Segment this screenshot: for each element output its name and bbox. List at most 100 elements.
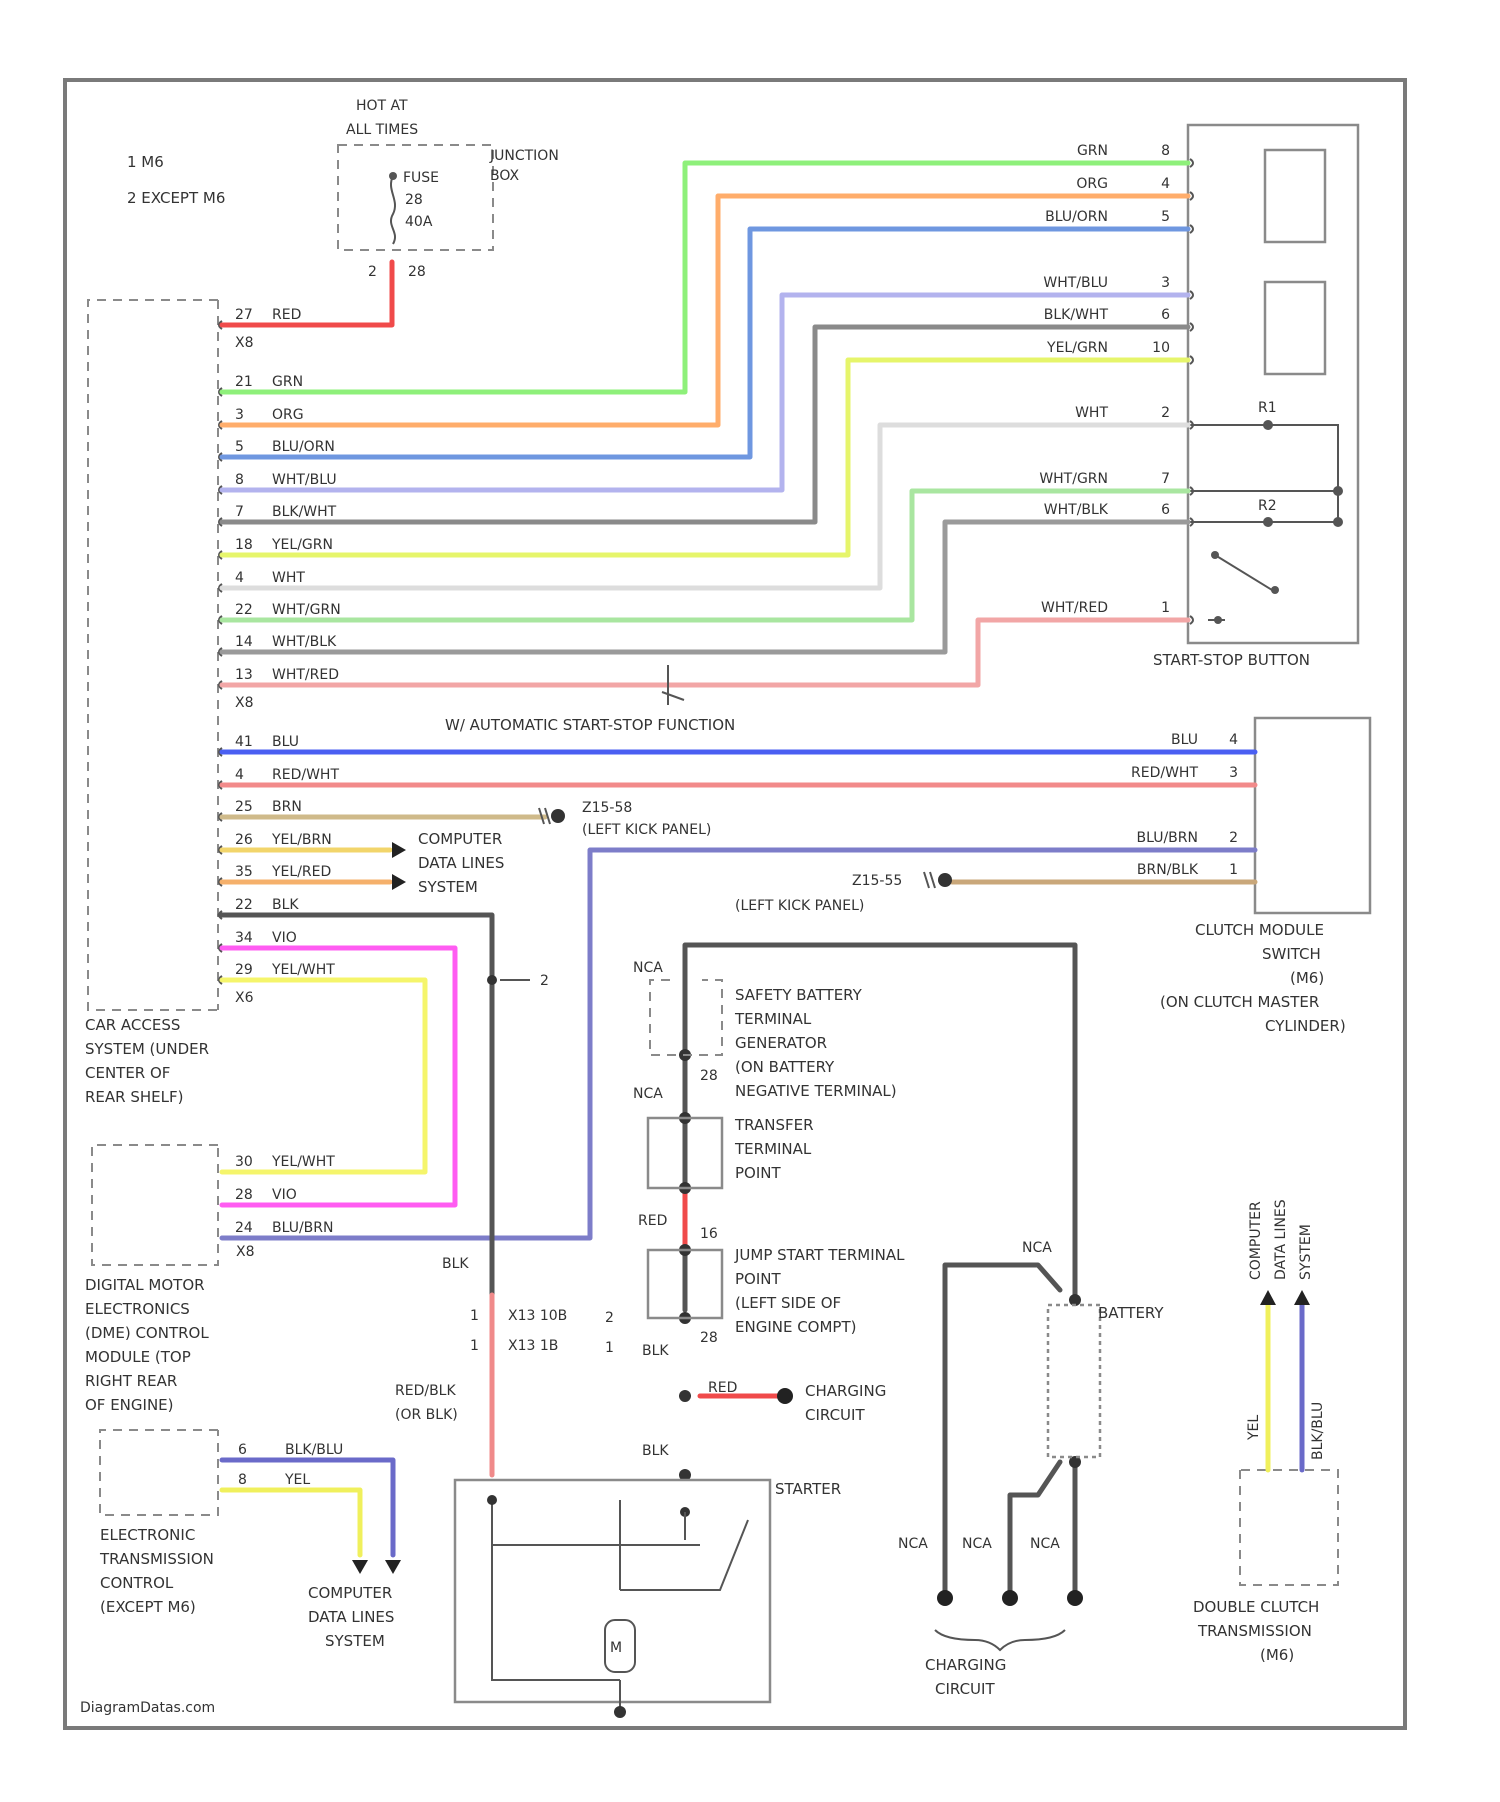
start-stop-pin: 2	[1161, 405, 1170, 421]
nca-bottom-1: NCA	[898, 1536, 928, 1552]
cas-connector-id: X8	[235, 695, 254, 711]
dme-wire-label: YEL/WHT	[271, 1154, 335, 1170]
dme-connector-rows: 30 YEL/WHT 28 VIO 24 BLU/BRN	[222, 948, 455, 1236]
cas-pin: 35	[235, 864, 253, 880]
start-stop-wire-label: YEL/GRN	[1046, 340, 1108, 356]
clutch-pin: 4	[1229, 732, 1238, 748]
ground-z15-55: Z15-55 (LEFT KICK PANEL)	[735, 872, 952, 914]
start-stop-pin: 6	[1161, 307, 1170, 323]
auto-start-stop-label: W/ AUTOMATIC START-STOP FUNCTION	[445, 716, 735, 734]
dme-connector: X8	[236, 1244, 255, 1260]
cas-wire-label: GRN	[272, 374, 303, 390]
x28-label-2: 28	[700, 1330, 718, 1346]
fuse-label: FUSE	[403, 170, 439, 186]
dme-pin: 30	[235, 1154, 253, 1170]
cas-pin: 22	[235, 602, 253, 618]
dme-wire-label: BLU/BRN	[272, 1220, 333, 1236]
jump-start-4: ENGINE COMPT)	[735, 1318, 857, 1336]
dme-wire-label: VIO	[272, 1187, 297, 1203]
computer-data-lines-bottom: COMPUTER DATA LINES SYSTEM	[308, 1560, 401, 1650]
nca-label-top: NCA	[633, 960, 663, 976]
junction-label-2: BOX	[490, 168, 519, 184]
yelwht-wire	[222, 980, 425, 1172]
clutch-switch-wires: BLU4RED/WHT3BLU/BRN2BRN/BLK1	[222, 732, 1255, 1238]
charging-circuit-2a: CHARGING	[925, 1656, 1006, 1674]
start-stop-pin: 8	[1161, 143, 1170, 159]
clutch-wire-label: RED/WHT	[1131, 765, 1198, 781]
etc-wire-label: YEL	[284, 1472, 310, 1488]
junction-box: HOT AT ALL TIMES JUNCTION BOX FUSE 28 40…	[338, 98, 559, 280]
cas-wire-label: RED/WHT	[272, 767, 339, 783]
cas-wire-label: WHT/GRN	[272, 602, 341, 618]
clutch-label-4: (ON CLUTCH MASTER	[1160, 993, 1319, 1011]
dct-cdl-2: DATA LINES	[1273, 1199, 1289, 1280]
charging-circuit-2b: CIRCUIT	[935, 1680, 995, 1698]
start-stop-wire-label: WHT	[1075, 405, 1108, 421]
start-stop-pin: 10	[1152, 340, 1170, 356]
safety-terminal-1: SAFETY BATTERY	[735, 986, 863, 1004]
cas-wire-label: WHT/RED	[272, 667, 339, 683]
transfer-point-2: TERMINAL	[734, 1140, 812, 1158]
start-stop-wire-label: ORG	[1076, 176, 1108, 192]
dct-wire-yel: YEL	[1246, 1415, 1262, 1441]
clutch-wire-label: BRN/BLK	[1137, 862, 1199, 878]
note-except-m6: 2 EXCEPT M6	[127, 189, 225, 207]
dme-label-6: OF ENGINE)	[85, 1396, 174, 1414]
start-stop-button-label: START-STOP BUTTON	[1153, 651, 1310, 669]
etc-label-2: TRANSMISSION	[99, 1550, 214, 1568]
clutch-wire-label: BLU/BRN	[1137, 830, 1198, 846]
start-stop-wire-label: WHT/BLK	[1044, 502, 1109, 518]
fuse-rating: 40A	[405, 214, 433, 230]
junction-pin: 2	[368, 264, 377, 280]
start-stop-wire-label: WHT/GRN	[1039, 471, 1108, 487]
cas-wire-label: BLK/WHT	[272, 504, 337, 520]
safety-terminal-2: TERMINAL	[734, 1010, 812, 1028]
cas-wire-label: WHT	[272, 570, 305, 586]
cas-label-1: CAR ACCESS	[85, 1016, 180, 1034]
red-blk-label-2: (OR BLK)	[395, 1407, 458, 1423]
vio-wire	[222, 948, 455, 1205]
x13-10b-label: X13 10B	[508, 1308, 567, 1324]
start-stop-pin: 1	[1161, 600, 1170, 616]
cas-label-2: SYSTEM (UNDER	[85, 1040, 209, 1058]
transfer-point-1: TRANSFER	[734, 1116, 814, 1134]
cas-pin: 27	[235, 307, 253, 323]
cas-wire-label: BLK	[272, 897, 299, 913]
dct-label-1: DOUBLE CLUTCH	[1193, 1598, 1319, 1616]
ground-z15-58: Z15-58 (LEFT KICK PANEL)	[539, 800, 711, 838]
start-stop-button: START-STOP BUTTON R1 R2	[1153, 125, 1358, 669]
safety-terminal-5: NEGATIVE TERMINAL)	[735, 1082, 897, 1100]
dme-label-2: ELECTRONICS	[85, 1300, 190, 1318]
fuse-number: 28	[405, 192, 423, 208]
start-stop-wire-label: WHT/BLU	[1043, 275, 1108, 291]
relay-r2: R2	[1258, 498, 1277, 514]
cas-pin: 41	[235, 734, 253, 750]
etc-pin: 8	[238, 1472, 247, 1488]
dme-pin: 28	[235, 1187, 253, 1203]
starter-motor-label: M	[610, 1640, 622, 1656]
double-clutch-transmission: COMPUTER DATA LINES SYSTEM YEL BLK/BLU D…	[1193, 1199, 1338, 1664]
red-label: RED	[638, 1213, 667, 1229]
cas-pin: 29	[235, 962, 253, 978]
etc-connector-rows: 6BLK/BLU8YEL	[222, 1442, 393, 1555]
power-wiring: NCA NCA RED 28 16 28 BLK BLK RED SAFETY …	[633, 945, 1164, 1698]
starter-label: STARTER	[775, 1480, 841, 1498]
etc-label-4: (EXCEPT M6)	[100, 1598, 196, 1616]
ground-z15-58-location: (LEFT KICK PANEL)	[582, 822, 711, 838]
cas-pin: 21	[235, 374, 253, 390]
clutch-label-2: SWITCH	[1262, 945, 1321, 963]
start-stop-button-wires: GRN8ORG4BLU/ORN5WHT/BLU3BLK/WHT6YEL/GRN1…	[222, 143, 1193, 685]
cas-pin: 25	[235, 799, 253, 815]
junction-connector: 28	[408, 264, 426, 280]
cas-wire-label: WHT/BLK	[272, 634, 337, 650]
dme-label-1: DIGITAL MOTOR	[85, 1276, 205, 1294]
dme-pin: 24	[235, 1220, 253, 1236]
dct-label-2: TRANSMISSION	[1197, 1622, 1312, 1640]
jump-start-1: JUMP START TERMINAL	[734, 1246, 905, 1264]
cas-pin: 5	[235, 439, 244, 455]
cas-wire-label: ORG	[272, 407, 304, 423]
car-access-system: CAR ACCESS SYSTEM (UNDER CENTER OF REAR …	[85, 300, 218, 1106]
starter: STARTER M	[455, 1480, 841, 1718]
start-stop-pin: 5	[1161, 209, 1170, 225]
